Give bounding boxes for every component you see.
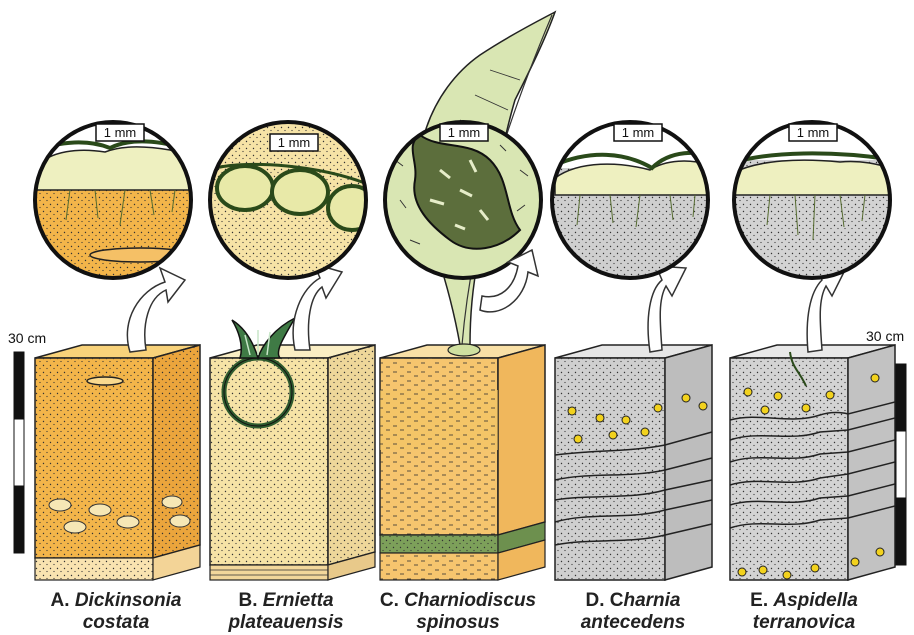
caption-b: B. Ernietta plateauensis (196, 590, 376, 634)
panel-b-block (210, 318, 375, 580)
caption-d-genus-prefix: C (610, 590, 624, 611)
caption-d-letter: D. (585, 590, 604, 611)
panel-d-block (555, 345, 712, 580)
caption-c: C. Charniodiscus spinosus (368, 590, 548, 634)
panel-a-inset (30, 120, 200, 280)
caption-e-genus: Aspidella (773, 590, 857, 611)
caption-c-letter: C. (380, 590, 399, 611)
caption-d-genus-rest: harnia (623, 590, 680, 611)
caption-e-species: terranovica (753, 612, 855, 633)
inset-scale-b: 1 mm (278, 135, 311, 150)
inset-scale-d: 1 mm (622, 125, 655, 140)
caption-b-species: plateauensis (228, 612, 343, 633)
caption-a-letter: A. (51, 590, 70, 611)
scale-bar-left (14, 352, 24, 553)
scale-label-left: 30 cm (8, 330, 46, 346)
caption-c-genus: Charniodiscus (404, 590, 536, 611)
inset-scale-e: 1 mm (797, 125, 830, 140)
panel-a-arrow (127, 268, 185, 352)
panel-e-inset (730, 120, 900, 280)
caption-a-species: costata (83, 612, 150, 633)
panel-c-block (380, 344, 545, 580)
panel-d-arrow (648, 266, 686, 352)
inset-scale-c: 1 mm (448, 125, 481, 140)
caption-b-letter: B. (238, 590, 257, 611)
scale-label-right: 30 cm (866, 328, 904, 344)
caption-e: E. Aspidella terranovica (714, 590, 894, 634)
caption-d-species: antecedens (581, 612, 686, 633)
panel-e-block (730, 345, 895, 580)
panel-c-inset (385, 122, 541, 278)
caption-e-letter: E. (750, 590, 768, 611)
scale-bar-right (896, 364, 906, 565)
caption-b-genus: Ernietta (263, 590, 334, 611)
inset-scale-a: 1 mm (104, 125, 137, 140)
caption-a: A. Dickinsonia costata (26, 590, 206, 634)
panel-a-block (35, 345, 200, 580)
caption-d: D. Charnia antecedens (543, 590, 723, 634)
panel-d-inset (545, 120, 715, 280)
caption-c-species: spinosus (416, 612, 499, 633)
caption-a-genus: Dickinsonia (75, 590, 182, 611)
